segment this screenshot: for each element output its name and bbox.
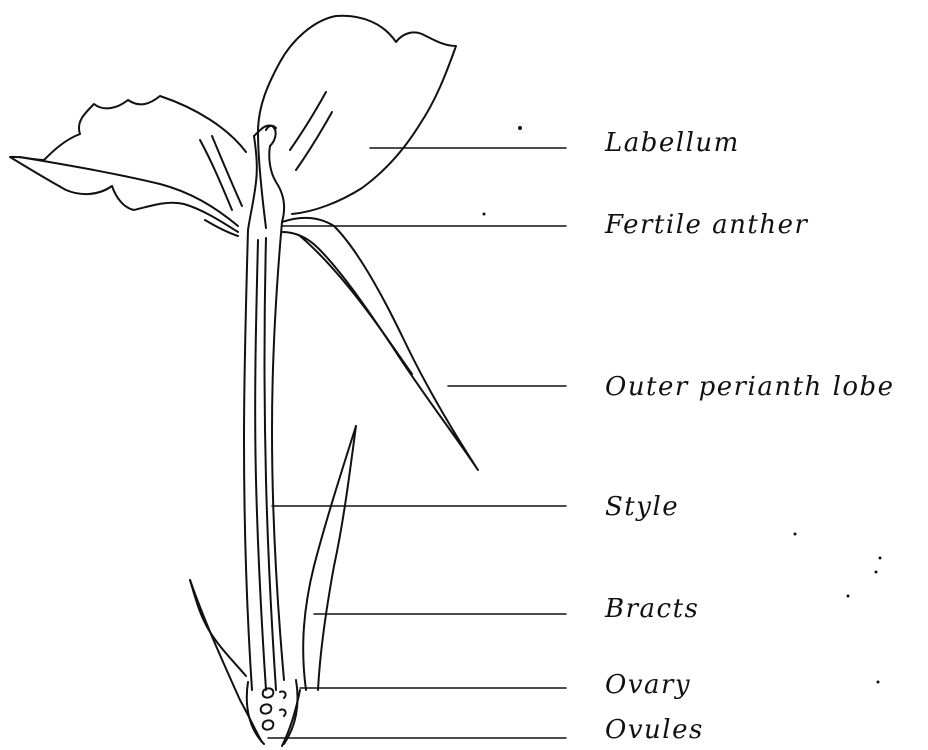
- left-petal: [10, 96, 246, 236]
- label-labellum: Labellum: [605, 130, 740, 156]
- ovule-mark: [280, 709, 286, 716]
- ovule-mark: [280, 691, 286, 698]
- label-ovules: Ovules: [605, 717, 704, 743]
- ovule-mark: [263, 688, 274, 697]
- column-tip: [248, 125, 284, 230]
- style-stalk: [244, 222, 284, 690]
- ovary: [247, 680, 298, 744]
- label-style: Style: [605, 494, 679, 520]
- outer-perianth-lobe: [282, 218, 478, 470]
- label-outer-perianth-lobe: Outer perianth lobe: [605, 374, 895, 400]
- leader-lines: [268, 148, 566, 738]
- label-bracts: Bracts: [605, 596, 699, 622]
- label-ovary: Ovary: [605, 672, 691, 698]
- label-fertile-anther: Fertile anther: [605, 212, 808, 238]
- labellum-petal: [258, 16, 456, 228]
- ovule-mark: [261, 704, 272, 713]
- ovule-mark: [263, 720, 274, 729]
